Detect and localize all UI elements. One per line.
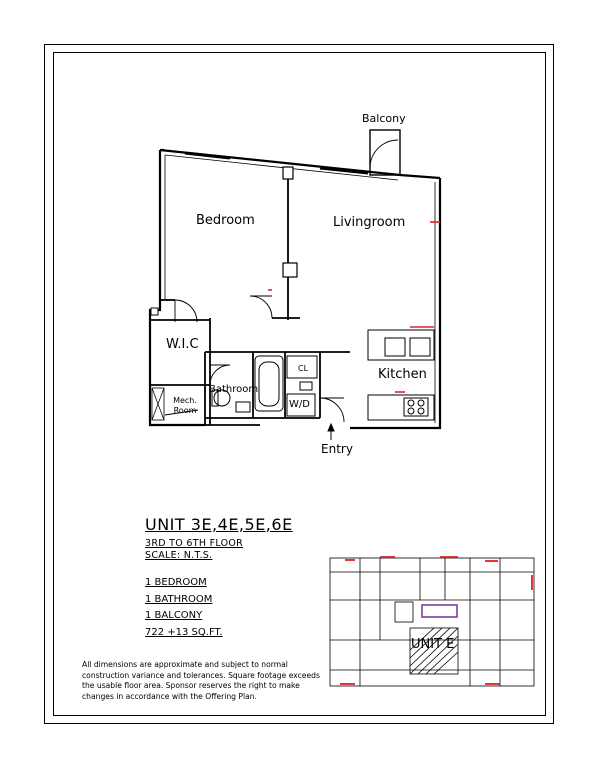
entry-arrow [327, 422, 335, 440]
room-label-entry: Entry [321, 442, 353, 456]
unit-floors: 3RD TO 6TH FLOOR [145, 538, 244, 549]
unit-title: UNIT 3E,4E,5E,6E [145, 515, 293, 534]
interior-walls [150, 170, 350, 426]
room-label-kitchen: Kitchen [378, 367, 427, 382]
room-label-balcony: Balcony [362, 112, 406, 125]
inner-frame [53, 52, 546, 716]
door-swings [164, 139, 399, 423]
spec-bedrooms: 1 BEDROOM [145, 577, 207, 588]
disclaimer-text: All dimensions are approximate and subje… [82, 660, 320, 701]
room-label-closet: CL [298, 364, 309, 373]
key-plan [329, 557, 535, 687]
spec-balconies: 1 BALCONY [145, 610, 203, 621]
room-label-wic: W.I.C [166, 337, 199, 352]
mech-label-line1: Mech. [173, 396, 197, 405]
bathroom-fixtures [211, 355, 318, 417]
balcony [369, 129, 401, 176]
windows [184, 151, 369, 175]
mech-label-line2: Room [173, 406, 197, 415]
room-label-washer-dryer: W/D [289, 399, 310, 410]
room-label-bathroom: Bathroom [209, 384, 259, 395]
unit-scale: SCALE: N.T.S. [145, 550, 213, 561]
exterior-walls [148, 148, 442, 430]
key-plan-red-marks [340, 556, 533, 685]
outer-frame [44, 44, 554, 724]
accent-marks [268, 221, 440, 393]
spec-area: 722 +13 SQ.FT. [145, 627, 223, 638]
kitchen-fixtures [367, 329, 435, 421]
room-label-mech: Mech. Room [170, 396, 200, 416]
room-label-livingroom: Livingroom [333, 215, 406, 230]
room-label-bedroom: Bedroom [196, 213, 255, 228]
key-plan-label: UNIT E [411, 637, 455, 652]
mech-room [151, 387, 165, 421]
spec-bathrooms: 1 BATHROOM [145, 594, 213, 605]
